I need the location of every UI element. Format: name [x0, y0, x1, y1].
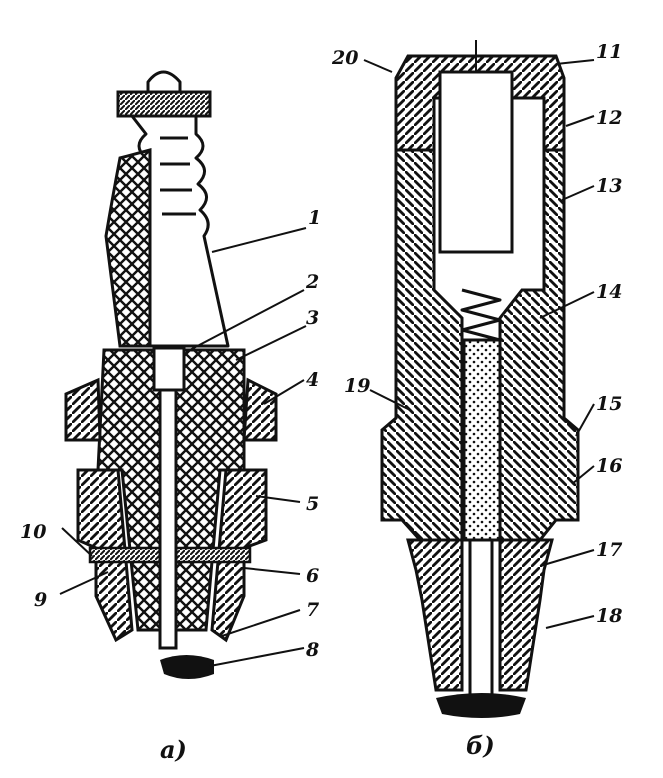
callout-12: 12	[596, 107, 622, 129]
ground-electrode	[160, 655, 214, 679]
insulator-ceramic	[104, 148, 152, 348]
callout-6: 6	[306, 565, 319, 587]
callout-19: 19	[344, 375, 370, 397]
cap-bore	[438, 70, 514, 254]
insulator-rib-lines	[160, 136, 196, 216]
callout-7: 7	[306, 599, 319, 621]
center-electrode	[152, 346, 186, 392]
shell-b	[406, 538, 554, 692]
caption-a: а)	[160, 735, 187, 764]
callout-2: 2	[305, 271, 319, 293]
shell	[76, 468, 268, 643]
callout-8: 8	[305, 639, 319, 661]
spring	[460, 288, 502, 342]
hex-body	[64, 377, 278, 442]
leader-lines	[59, 59, 595, 667]
spark-plug-b	[380, 40, 580, 718]
callout-16: 16	[596, 455, 622, 477]
resistor	[462, 338, 502, 542]
callout-10: 10	[20, 521, 46, 543]
callout-3: 3	[306, 307, 319, 329]
ground-electrode-b	[436, 693, 526, 718]
center-electrode-rod	[158, 388, 178, 650]
terminal-nut	[146, 70, 182, 94]
spark-plug-a	[64, 70, 278, 679]
terminal-knurl	[116, 90, 212, 118]
callout-14: 14	[596, 281, 622, 303]
callout-13: 13	[596, 175, 622, 197]
callout-1: 1	[308, 207, 321, 229]
callout-5: 5	[306, 493, 319, 515]
callout-17: 17	[596, 539, 622, 561]
callouts-right: 11 12 13 14 15 16 17 18 19 20	[331, 41, 622, 627]
caption-b: б)	[466, 731, 495, 760]
callout-11: 11	[596, 41, 622, 63]
callout-15: 15	[596, 393, 622, 415]
callout-9: 9	[34, 589, 47, 611]
center-electrode-b	[468, 538, 494, 700]
callout-18: 18	[596, 605, 622, 627]
callout-4: 4	[306, 369, 319, 391]
callout-20: 20	[331, 47, 358, 69]
callouts-left: 1 2 3 4 5 6 7 8 9 10	[20, 207, 321, 661]
